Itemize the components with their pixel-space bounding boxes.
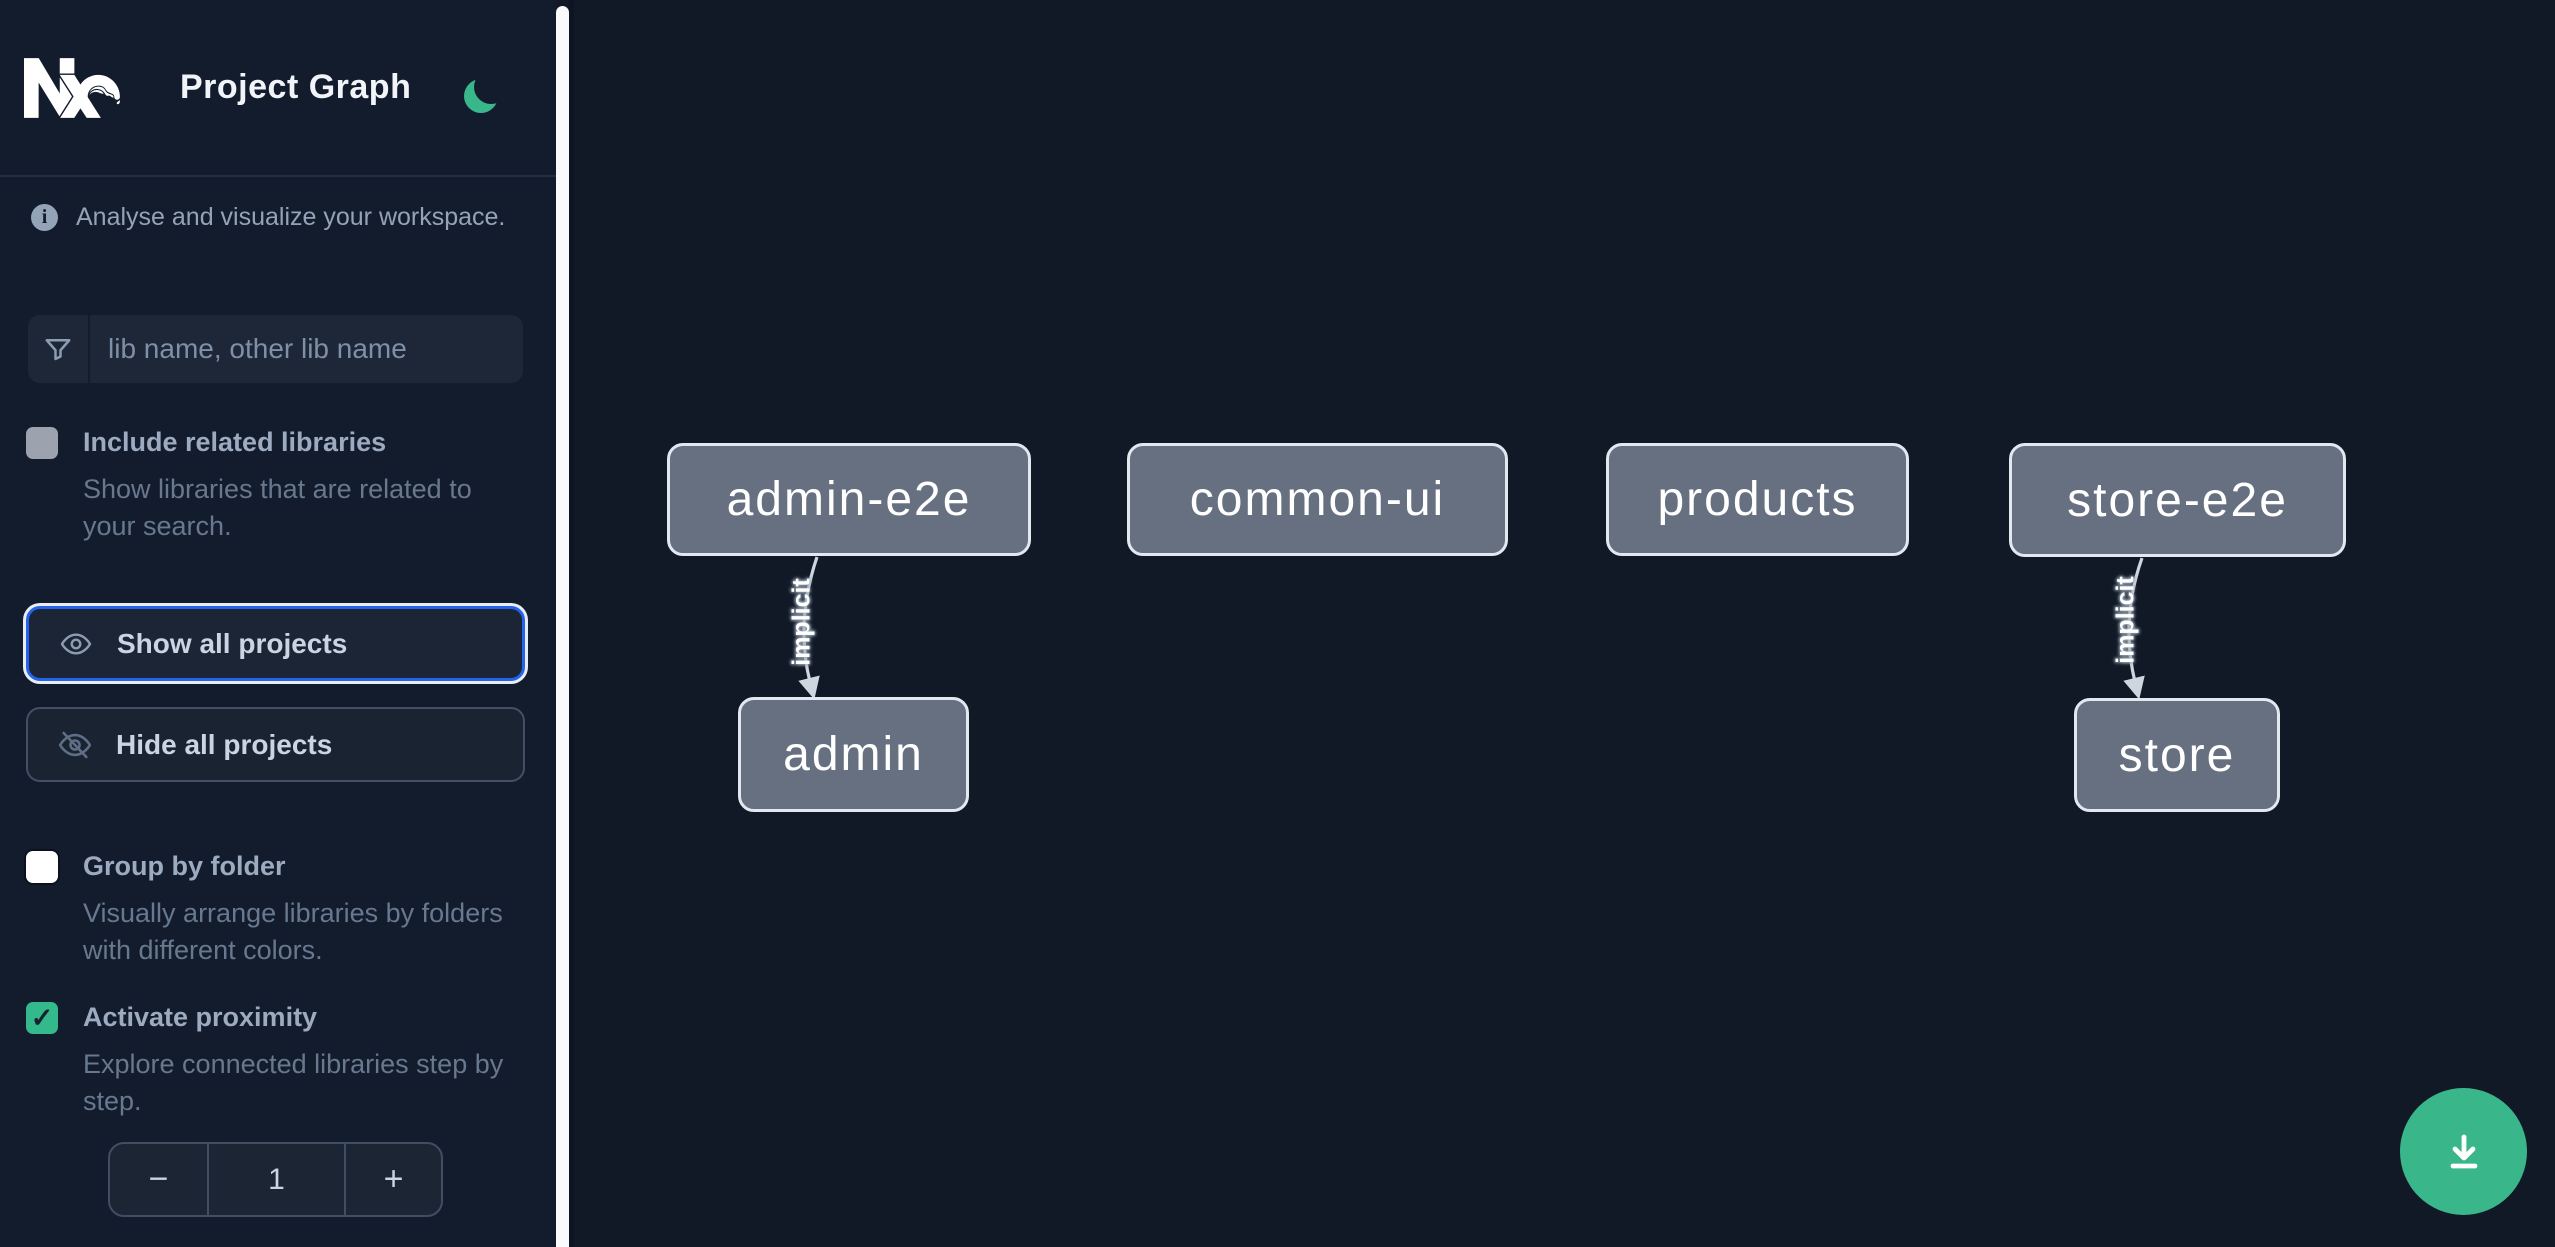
option-description: Show libraries that are related to your … (83, 474, 472, 541)
graph-edges (798, 556, 2145, 700)
option-description: Visually arrange libraries by folders wi… (83, 898, 503, 965)
show-all-projects-button[interactable]: Show all projects (26, 606, 525, 681)
page-title: Project Graph (180, 68, 412, 106)
intro-row: i Analyse and visualize your workspace. (31, 203, 505, 232)
eye-off-icon (54, 728, 96, 762)
option-texts: Include related libraries Show libraries… (83, 425, 518, 545)
option-group-by-folder: Group by folder Visually arrange librari… (26, 849, 531, 969)
proximity-depth-stepper: − 1 + (108, 1142, 443, 1217)
depth-value[interactable]: 1 (268, 1162, 285, 1196)
graph-canvas[interactable]: admin-e2e common-ui products store-e2e admin… (569, 0, 2555, 1247)
edge-label-store-e2e-store: implicit (2111, 576, 2140, 664)
option-activate-proximity: Activate proximity Explore connected lib… (26, 1000, 531, 1120)
moon-icon[interactable] (474, 70, 508, 104)
show-all-projects-label: Show all projects (117, 627, 348, 659)
graph-node-products[interactable]: products (1606, 443, 1909, 556)
activate-proximity-checkbox[interactable] (26, 1002, 58, 1034)
option-title: Activate proximity (83, 1002, 318, 1032)
eye-icon (55, 628, 97, 660)
hide-all-projects-button[interactable]: Hide all projects (26, 707, 525, 782)
edge-label-admin-e2e-admin: implicit (787, 578, 816, 666)
decrement-button[interactable]: − (110, 1144, 209, 1215)
graph-node-admin-e2e[interactable]: admin-e2e (667, 443, 1031, 556)
sidebar-scrollbar[interactable] (556, 6, 569, 1247)
option-description: Explore connected libraries step by step… (83, 1049, 504, 1116)
option-texts: Group by folder Visually arrange librari… (83, 849, 518, 969)
option-include-related-libraries: Include related libraries Show libraries… (26, 425, 531, 545)
graph-node-store[interactable]: store (2074, 698, 2280, 812)
search-input[interactable] (90, 315, 523, 383)
nx-logo-icon (24, 58, 120, 118)
option-title: Include related libraries (83, 427, 387, 457)
sidebar-header: Project Graph (0, 0, 556, 177)
graph-node-common-ui[interactable]: common-ui (1127, 443, 1508, 556)
option-texts: Activate proximity Explore connected lib… (83, 1000, 518, 1120)
search-box (28, 315, 523, 383)
download-icon (2450, 1134, 2477, 1168)
increment-button[interactable]: + (344, 1144, 441, 1215)
graph-node-store-e2e[interactable]: store-e2e (2009, 443, 2346, 557)
graph-node-admin[interactable]: admin (738, 697, 969, 812)
sidebar: Project Graph i Analyse and visualize yo… (0, 0, 556, 1247)
group-by-folder-checkbox[interactable] (26, 851, 58, 883)
info-icon: i (31, 204, 58, 231)
filter-funnel-icon (28, 315, 90, 383)
include-related-checkbox[interactable] (26, 427, 58, 459)
download-graph-button[interactable] (2400, 1088, 2527, 1215)
hide-all-projects-label: Hide all projects (116, 728, 333, 760)
option-title: Group by folder (83, 851, 286, 881)
intro-text: Analyse and visualize your workspace. (76, 203, 506, 231)
